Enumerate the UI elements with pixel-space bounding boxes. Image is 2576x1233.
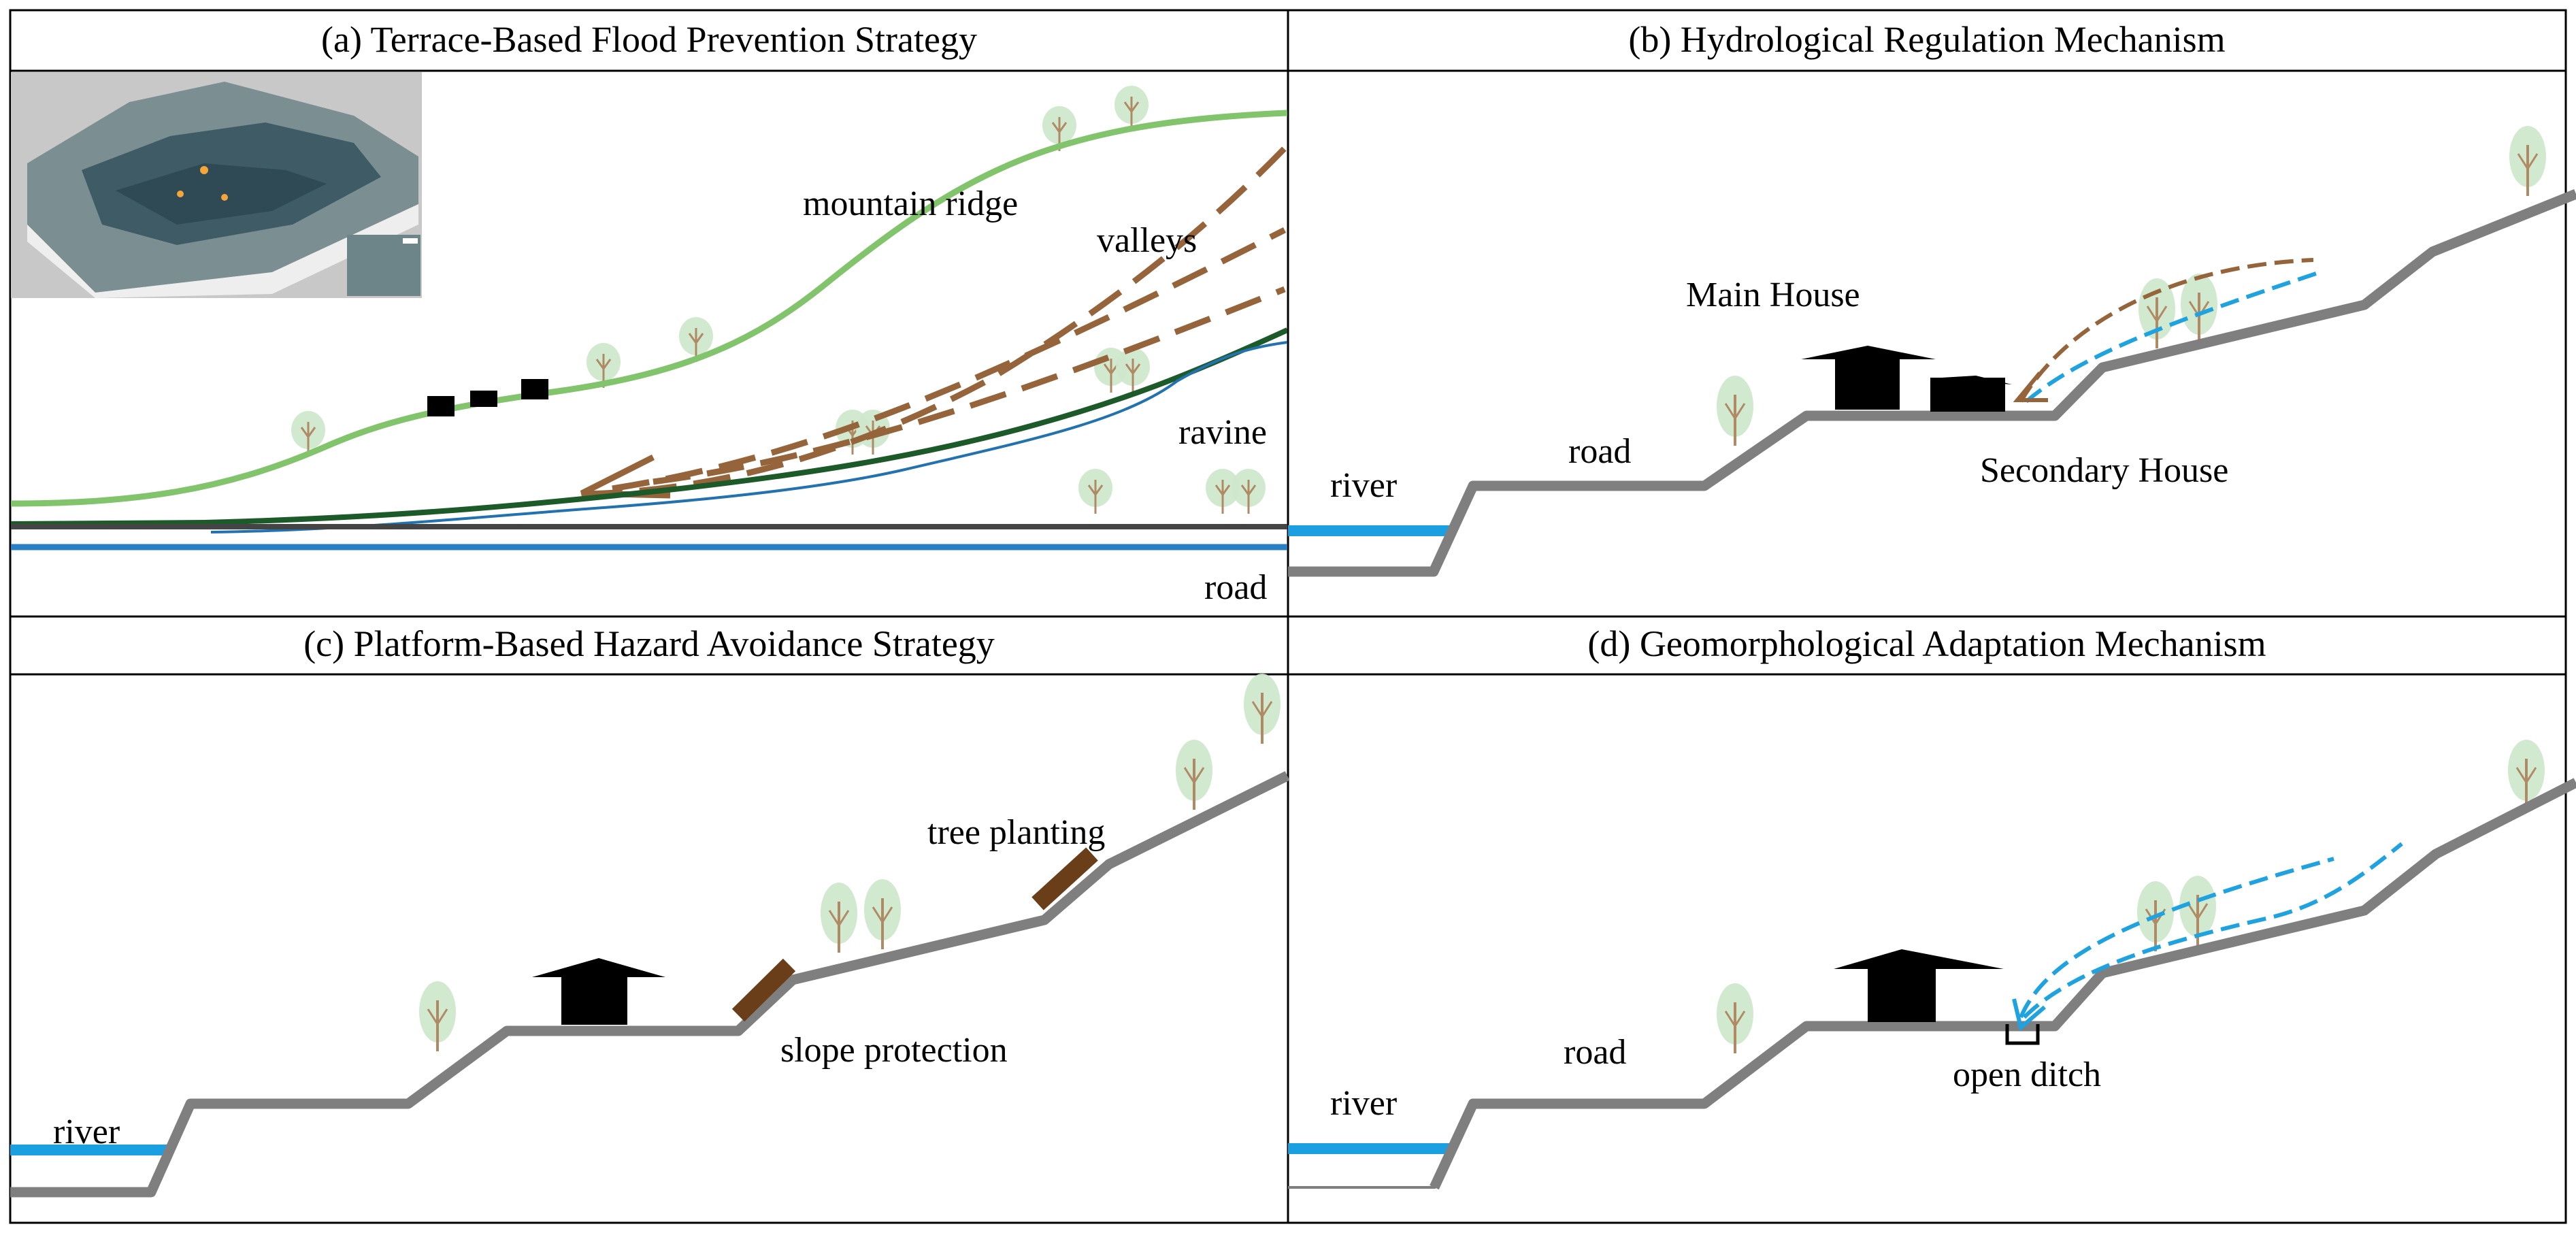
label-river: river <box>53 1113 120 1151</box>
tree-icon <box>1230 467 1267 515</box>
ravine-green-line <box>11 327 1287 527</box>
valley-flow-lines <box>584 146 1287 497</box>
label-road: road <box>1204 568 1267 607</box>
label-slope-protection: slope protection <box>780 1031 1008 1070</box>
panel-c-title: (c) Platform-Based Hazard Avoidance Stra… <box>303 623 995 664</box>
drainage-flow-line <box>2019 258 2314 403</box>
slope-protection-icon <box>1031 847 1098 910</box>
panel-frame <box>9 9 2567 1224</box>
tree-icon <box>2508 125 2547 197</box>
label-secondary-house: Secondary House <box>1980 451 2228 490</box>
panel-b <box>1288 125 2576 577</box>
slope-protection-icon <box>731 958 796 1022</box>
label-valleys: valleys <box>1097 221 1197 260</box>
label-river: river <box>1330 466 1397 505</box>
tree-icon <box>1077 467 1114 515</box>
tree-icon <box>1242 672 1282 745</box>
label-open-ditch: open ditch <box>1953 1055 2101 1094</box>
tree-icon <box>418 980 457 1053</box>
open-ditch-icon <box>2005 1024 2040 1045</box>
terrain-map-inset <box>11 72 422 298</box>
house-icon <box>532 958 665 1025</box>
panel-b-title: (b) Hydrological Regulation Mechanism <box>1628 19 2225 60</box>
label-road: road <box>1564 1033 1626 1072</box>
label-tree-planting: tree planting <box>927 813 1105 852</box>
panel-d <box>1288 738 2576 1190</box>
main-house-icon <box>1801 346 1936 410</box>
panel-c <box>10 672 1290 1198</box>
panel-a <box>11 72 1287 550</box>
house-icon <box>427 396 455 416</box>
mountain-ridge-line <box>11 110 1287 507</box>
tree-icon <box>1174 738 1214 811</box>
house-icon <box>1834 949 2004 1022</box>
tree-icon <box>1715 982 1755 1055</box>
tree-icon <box>863 878 902 951</box>
label-mountain-ridge: mountain ridge <box>803 184 1018 223</box>
label-main-house: Main House <box>1686 276 1860 314</box>
secondary-house-icon <box>1930 376 2012 412</box>
ravine-blue-line <box>210 341 1287 533</box>
terrain-profile <box>1430 778 2576 1190</box>
label-river: river <box>1330 1084 1397 1123</box>
panel-d-title: (d) Geomorphological Adaptation Mechanis… <box>1587 623 2266 664</box>
terrain-profile <box>10 771 1290 1198</box>
tree-icon <box>819 881 859 954</box>
label-road: road <box>1568 432 1631 471</box>
panel-a-title: (a) Terrace-Based Flood Prevention Strat… <box>321 19 977 60</box>
water-flow-line <box>2025 270 2321 404</box>
arrow-icon <box>2012 998 2046 1032</box>
tree-icon <box>1114 346 1151 394</box>
arrow-icon <box>2013 372 2048 402</box>
terrain-profile <box>1288 189 2576 577</box>
house-icon <box>470 391 497 407</box>
tree-icon <box>1715 374 1755 447</box>
water-flow-lines <box>2019 842 2403 1019</box>
label-ravine: ravine <box>1178 413 1267 452</box>
house-icon <box>521 379 548 399</box>
